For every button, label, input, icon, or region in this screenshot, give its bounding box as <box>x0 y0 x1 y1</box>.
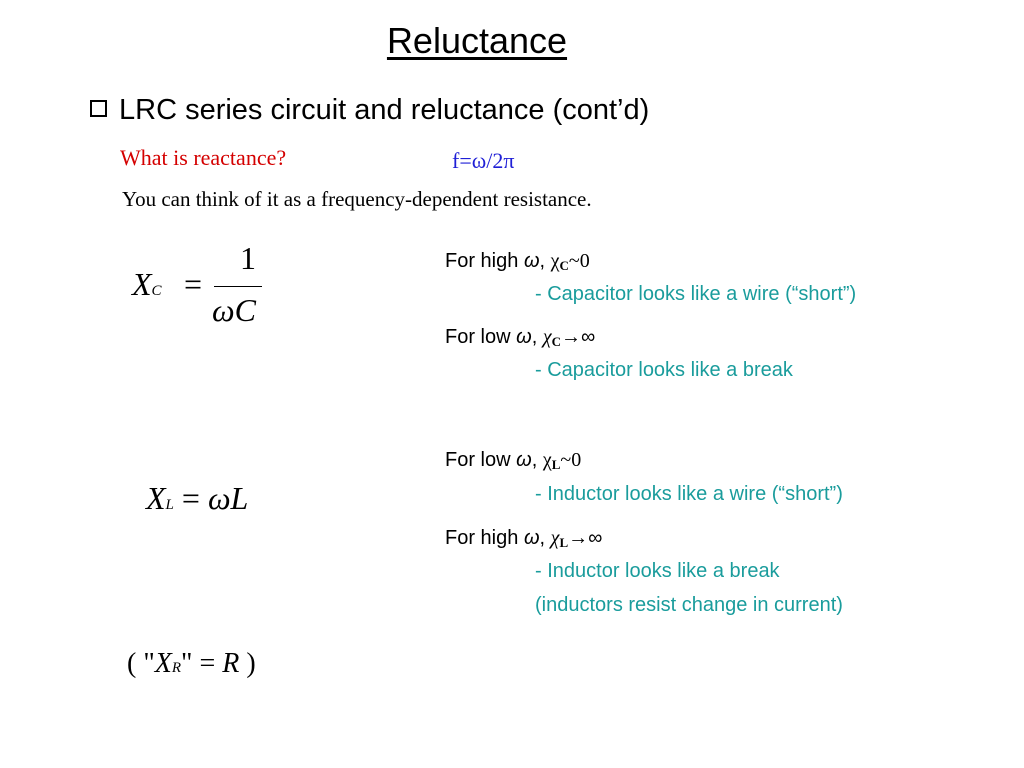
inductor-high-frequency: For high ω, χL→∞ <box>445 527 603 550</box>
xr-mid: " = <box>181 648 223 679</box>
xr-open: ( " <box>127 648 155 679</box>
inductor-high-description: - Inductor looks like a break <box>535 560 780 582</box>
capacitor-low-frequency: For low ω, χC→∞ <box>445 326 596 349</box>
xl-rhs: ωL <box>207 480 249 516</box>
xl-lhs: X <box>146 480 166 516</box>
xr-sub: R <box>171 660 182 676</box>
reactance-note: You can think of it as a frequency-depen… <box>122 187 592 211</box>
arrow-right-icon: →∞ <box>568 527 603 549</box>
checkbox-bullet-icon <box>90 100 107 117</box>
reactance-question: What is reactance? <box>120 145 287 170</box>
resistance-analogy-formula: ( "XR" = R ) <box>127 648 256 680</box>
inductor-high-description-note: (inductors resist change in current) <box>535 594 843 616</box>
xl-equals: = <box>181 480 200 516</box>
xr-close: ) <box>239 648 256 679</box>
inductor-low-frequency: For low ω, χL~0 <box>445 449 582 472</box>
heading-text: LRC series circuit and reluctance (cont’… <box>119 94 650 126</box>
arrow-right-icon: →∞ <box>561 326 596 348</box>
fraction-bar <box>214 286 262 287</box>
capacitor-low-description: - Capacitor looks like a break <box>535 359 793 381</box>
xr-lhs: X <box>154 648 172 679</box>
inductive-reactance-formula: XL = ωL <box>146 480 248 517</box>
xr-rhs: R <box>222 648 240 679</box>
xl-sub: L <box>165 497 174 513</box>
bullet-heading: LRC series circuit and reluctance (cont’… <box>90 94 649 127</box>
xc-lhs: XC <box>132 266 162 302</box>
slide-title: Reluctance <box>386 20 568 61</box>
inductor-low-description: - Inductor looks like a wire (“short”) <box>535 483 843 505</box>
capacitor-high-description: - Capacitor looks like a wire (“short”) <box>535 283 857 305</box>
xc-denominator: ωC <box>212 292 256 328</box>
frequency-relation: f=ω/2π <box>452 148 515 173</box>
capacitor-high-frequency: For high ω, χC~0 <box>445 250 590 273</box>
xc-numerator: 1 <box>240 240 256 276</box>
xc-equals: = <box>184 266 203 302</box>
